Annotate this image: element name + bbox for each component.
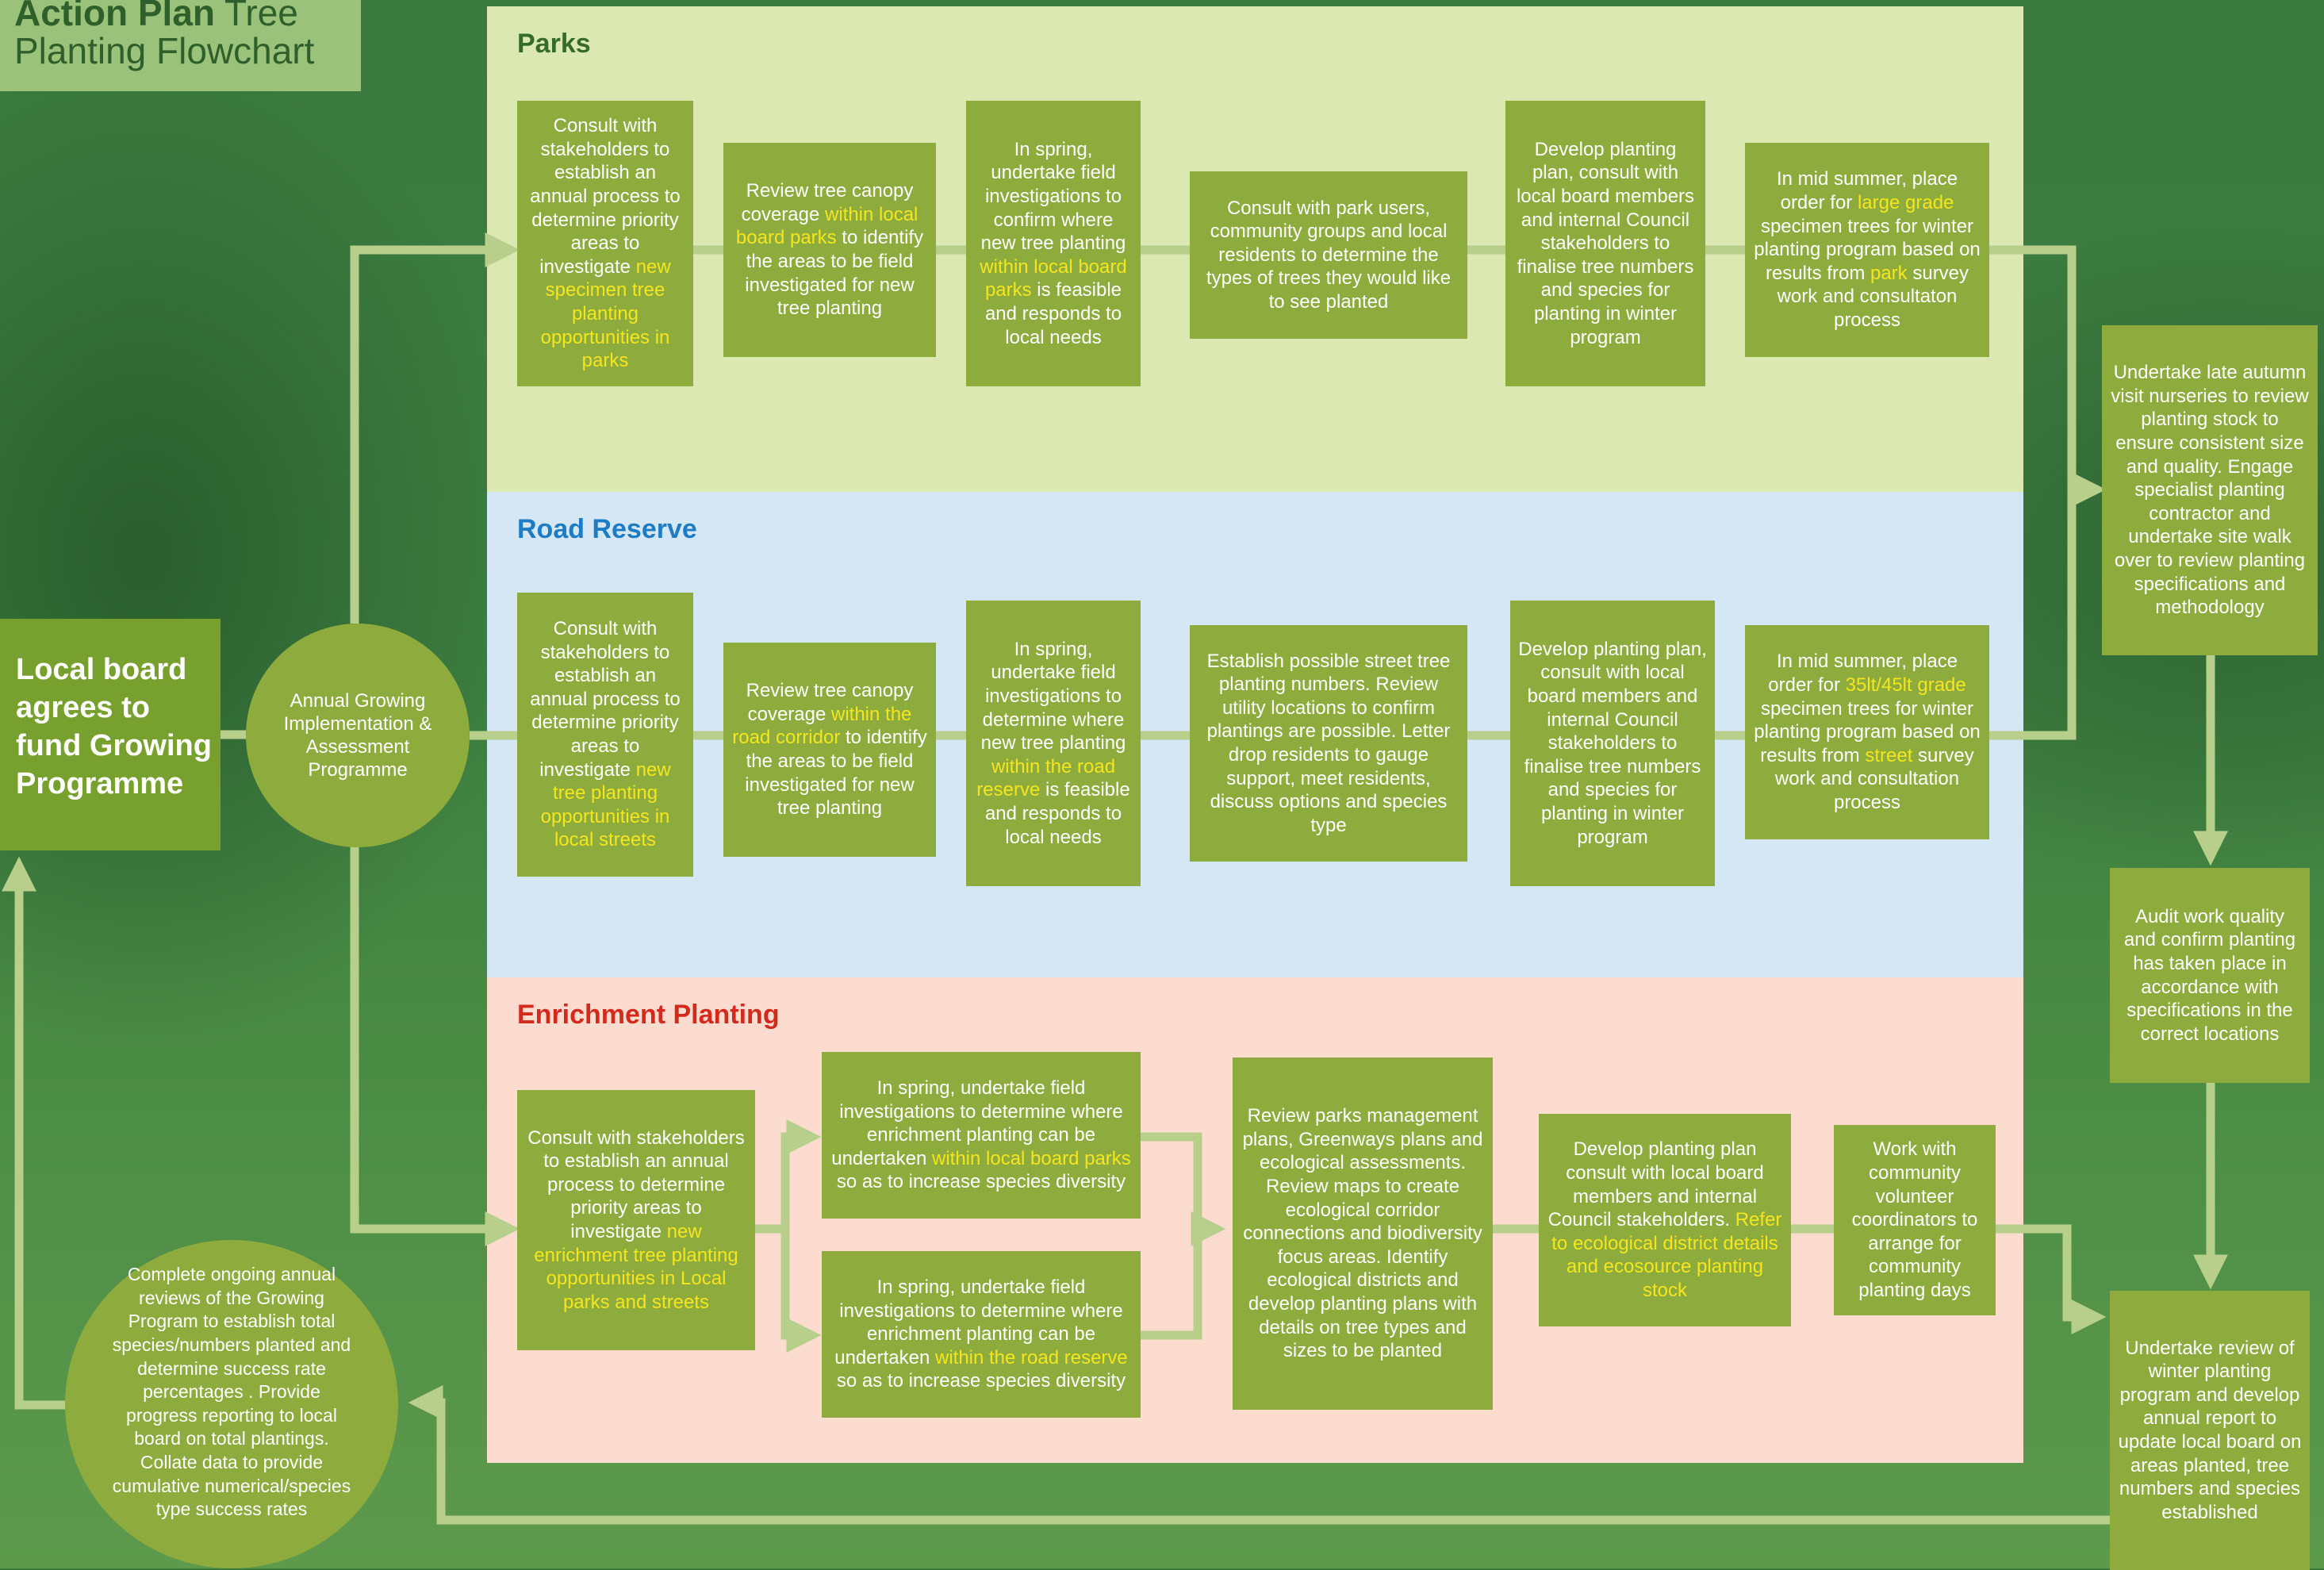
- parks-step-consult-users: Consult with park users, community group…: [1190, 171, 1467, 339]
- step-text: Review tree canopy coverage within the r…: [731, 679, 928, 820]
- step-text-segment: to identify the areas to be field invest…: [745, 727, 927, 820]
- panel-title-parks: Parks: [517, 29, 591, 59]
- highlighted-text: within local board parks: [931, 1147, 1131, 1169]
- step-text: In mid summer, place order for 35lt/45lt…: [1753, 650, 1981, 814]
- step-text-segment: survey work and consultaton process: [1777, 262, 1969, 331]
- enrich-step-field-road: In spring, undertake field investigation…: [822, 1251, 1141, 1418]
- panel-title-enrichment-planting: Enrichment Planting: [517, 1000, 780, 1030]
- step-text: In spring, undertake field investigation…: [974, 638, 1133, 849]
- step-text-segment: Develop planting plan, consult with loca…: [1516, 138, 1695, 348]
- step-text-segment: specimen trees for winter planting progr…: [1754, 697, 1981, 766]
- step-text-segment: In mid summer, place order for: [1776, 168, 1958, 214]
- road-step-planting-plan: Develop planting plan, consult with loca…: [1510, 601, 1715, 886]
- step-text-segment: Audit work quality and confirm planting …: [2123, 905, 2296, 1045]
- road-step-establish-numbers: Establish possible street tree planting …: [1190, 625, 1467, 862]
- parks-step-field-investigation: In spring, undertake field investigation…: [966, 101, 1141, 386]
- annual-programme-label: Annual Growing Implementation & Assessme…: [283, 690, 432, 781]
- start-local-board-agrees: Local board agrees to fund Growing Progr…: [0, 619, 221, 850]
- step-text: In spring, undertake field investigation…: [830, 1276, 1133, 1393]
- step-text: Establish possible street tree planting …: [1198, 650, 1459, 838]
- right-step-audit: Audit work quality and confirm planting …: [2110, 868, 2310, 1083]
- highlighted-text: within local board parks: [735, 203, 918, 249]
- step-text-segment: is feasible and responds to local needs: [984, 779, 1130, 848]
- enrich-step-planting-plan: Develop planting plan consult with local…: [1539, 1114, 1791, 1326]
- flowchart-title: Action Plan Tree Planting Flowchart: [0, 0, 361, 91]
- panel-title-road-reserve: Road Reserve: [517, 514, 697, 544]
- step-text-segment: so as to increase species diversity: [836, 1370, 1126, 1392]
- step-text-segment: Work with community volunteer coordinato…: [1851, 1138, 1978, 1301]
- step-text: Consult with stakeholders to establish a…: [525, 114, 685, 373]
- road-step-consult: Consult with stakeholders to establish a…: [517, 593, 693, 877]
- step-text-segment: so as to increase species diversity: [836, 1171, 1126, 1193]
- highlighted-text: within the road reserve: [934, 1346, 1128, 1368]
- step-text: In spring, undertake field investigation…: [974, 138, 1133, 349]
- step-text: Undertake review of winter planting prog…: [2118, 1337, 2302, 1525]
- step-text-segment: is feasible and responds to local needs: [984, 279, 1122, 348]
- step-text-segment: Review tree canopy coverage: [741, 180, 914, 225]
- step-text-segment: Review parks management plans, Greenways…: [1242, 1105, 1483, 1362]
- step-text-segment: In spring, undertake field investigation…: [834, 1276, 1123, 1368]
- highlighted-text: large grade: [1857, 192, 1954, 214]
- step-text-segment: Develop planting plan consult with local…: [1547, 1138, 1764, 1231]
- step-text: Review parks management plans, Greenways…: [1241, 1104, 1485, 1363]
- step-text: Develop planting plan, consult with loca…: [1518, 638, 1707, 849]
- step-text-segment: Establish possible street tree planting …: [1206, 650, 1451, 836]
- highlighted-text: 35lt/45lt grade: [1845, 674, 1966, 697]
- step-text-segment: In spring, undertake field investigation…: [980, 638, 1126, 754]
- road-step-field-investigation: In spring, undertake field investigation…: [966, 601, 1141, 886]
- enrich-step-review-plans: Review parks management plans, Greenways…: [1233, 1058, 1493, 1410]
- step-text-segment: In mid summer, place order for: [1768, 651, 1958, 697]
- road-step-place-order: In mid summer, place order for 35lt/45lt…: [1745, 625, 1989, 839]
- step-text: In spring, undertake field investigation…: [830, 1077, 1133, 1194]
- right-step-annual-report: Undertake review of winter planting prog…: [2110, 1291, 2310, 1570]
- right-step-nursery-visit: Undertake late autumn visit nurseries to…: [2102, 325, 2318, 655]
- highlighted-text: new tree planting opportunities in local…: [540, 758, 671, 851]
- step-text-segment: specimen trees for winter planting progr…: [1754, 215, 1981, 284]
- step-text-segment: Consult with park users, community group…: [1206, 197, 1452, 313]
- step-text: Develop planting plan, consult with loca…: [1513, 138, 1697, 349]
- step-text-segment: Consult with stakeholders to establish a…: [530, 115, 681, 278]
- step-text-segment: Undertake review of winter planting prog…: [2118, 1337, 2302, 1523]
- title-rest: Tree: [215, 0, 298, 33]
- step-text-segment: Consult with stakeholders to establish a…: [527, 1127, 745, 1242]
- parks-step-consult: Consult with stakeholders to establish a…: [517, 101, 693, 386]
- parks-step-canopy-review: Review tree canopy coverage within local…: [723, 143, 936, 357]
- parks-step-planting-plan: Develop planting plan, consult with loca…: [1505, 101, 1705, 386]
- highlighted-text: within the road reserve: [976, 755, 1116, 801]
- annual-review-circle: Complete ongoing annual reviews of the G…: [65, 1240, 398, 1568]
- enrich-step-community-days: Work with community volunteer coordinato…: [1834, 1125, 1996, 1315]
- step-text: Audit work quality and confirm planting …: [2118, 905, 2302, 1046]
- enrich-step-field-parks: In spring, undertake field investigation…: [822, 1052, 1141, 1219]
- annual-programme-circle: Annual Growing Implementation & Assessme…: [246, 624, 470, 847]
- step-text-segment: Develop planting plan, consult with loca…: [1518, 638, 1707, 848]
- step-text-segment: Consult with stakeholders to establish a…: [530, 618, 681, 781]
- title-bold: Action Plan: [14, 0, 216, 33]
- highlighted-text: new specimen tree planting opportunities…: [540, 255, 671, 372]
- highlighted-text: street: [1865, 744, 1913, 766]
- highlighted-text: within the road corridor: [732, 703, 912, 749]
- step-text-segment: Undertake late autumn visit nurseries to…: [2111, 362, 2309, 619]
- parks-step-place-order: In mid summer, place order for large gra…: [1745, 143, 1989, 357]
- highlighted-text: park: [1870, 262, 1908, 284]
- highlighted-text: within local board parks: [980, 255, 1127, 301]
- step-text-segment: Review tree canopy coverage: [746, 680, 914, 725]
- highlighted-text: new enrichment tree planting opportuniti…: [534, 1221, 738, 1313]
- step-text: Consult with park users, community group…: [1198, 197, 1459, 314]
- step-text: Undertake late autumn visit nurseries to…: [2110, 361, 2310, 620]
- step-text: Consult with stakeholders to establish a…: [525, 1127, 747, 1315]
- step-text-segment: to identify the areas to be field invest…: [745, 227, 924, 320]
- highlighted-text: Refer to ecological district details and…: [1551, 1209, 1782, 1301]
- annual-review-label: Complete ongoing annual reviews of the G…: [112, 1264, 351, 1520]
- step-text: Work with community volunteer coordinato…: [1842, 1138, 1988, 1302]
- road-step-canopy-review: Review tree canopy coverage within the r…: [723, 643, 936, 857]
- step-text: Develop planting plan consult with local…: [1547, 1138, 1783, 1302]
- step-text-segment: In spring, undertake field investigation…: [980, 138, 1126, 255]
- title-line2: Planting Flowchart: [14, 30, 315, 71]
- enrich-step-consult: Consult with stakeholders to establish a…: [517, 1090, 755, 1350]
- step-text-segment: In spring, undertake field investigation…: [831, 1077, 1123, 1169]
- step-text: Review tree canopy coverage within local…: [731, 179, 928, 321]
- step-text-segment: survey work and consultation process: [1774, 744, 1974, 813]
- step-text: In mid summer, place order for large gra…: [1753, 167, 1981, 332]
- step-text: Consult with stakeholders to establish a…: [525, 617, 685, 852]
